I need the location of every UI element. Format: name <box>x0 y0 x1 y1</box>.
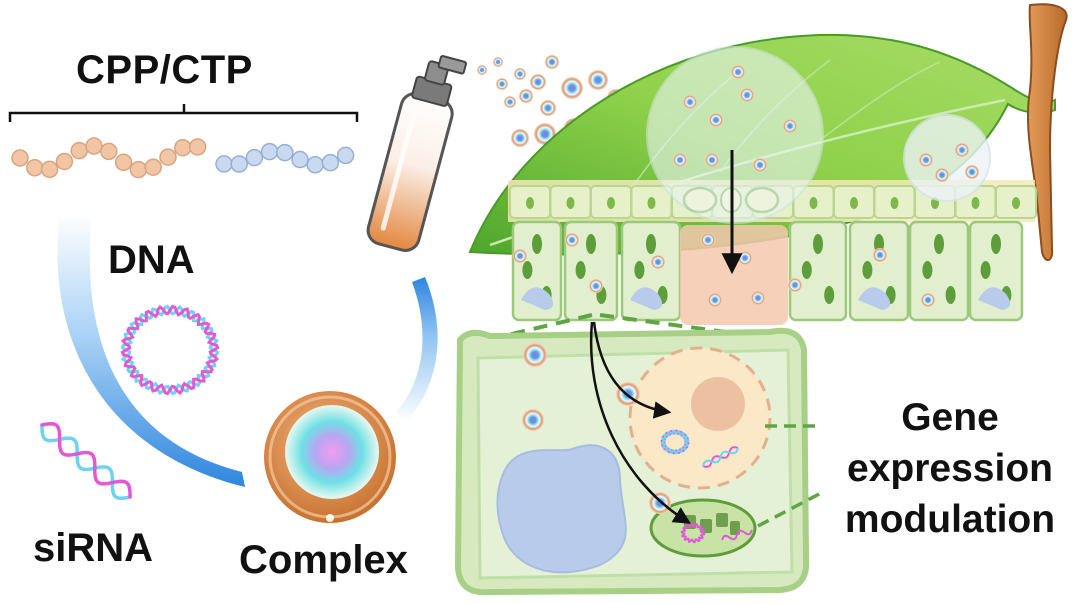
chloroplast-plasmid <box>680 522 706 544</box>
cpp-ctp-label: CPP/CTP <box>76 48 253 92</box>
droplet-particle <box>673 153 687 167</box>
droplet-particle <box>708 293 722 307</box>
ctp-bead <box>215 155 233 173</box>
cpp-bead-chain <box>11 137 207 179</box>
cell-particle <box>523 343 547 367</box>
droplet-large <box>646 46 824 224</box>
droplet-particle <box>740 88 754 102</box>
outcome-line-1: Gene <box>901 396 999 439</box>
cpp-bead <box>100 142 118 161</box>
spray-particle <box>530 74 546 90</box>
cpp-bead <box>174 138 192 157</box>
outcome-line-2: expression <box>847 447 1053 490</box>
chloroplast-arrow <box>589 321 691 524</box>
spray-particle <box>511 129 529 147</box>
droplet-particle <box>921 293 935 307</box>
cpp-bead <box>55 152 74 171</box>
ctp-bead <box>306 156 324 174</box>
spray-particle <box>514 68 526 80</box>
cell-particle <box>522 409 544 431</box>
spray-particle <box>540 100 556 116</box>
spray-particle <box>588 70 608 90</box>
droplet-particle <box>565 233 579 247</box>
ctp-bead <box>260 142 279 161</box>
droplet-particle <box>701 233 715 247</box>
nucleus-arrow <box>592 321 672 419</box>
ctp-bead <box>245 148 264 167</box>
droplet-particle <box>935 168 949 182</box>
droplet-particle <box>589 279 603 293</box>
cpp-bead <box>129 160 148 179</box>
spray-particle <box>493 57 503 67</box>
droplet-particle <box>738 251 752 265</box>
spray-particle <box>496 78 508 90</box>
droplet-particle <box>753 158 767 172</box>
spray-particle <box>561 77 583 99</box>
droplet-particle <box>873 248 887 262</box>
ctp-bead-chain <box>215 142 355 174</box>
dna-label: DNA <box>108 238 195 282</box>
sirna-strand <box>40 423 132 501</box>
chloroplast-sirna <box>721 529 753 541</box>
droplet-particle <box>955 143 969 157</box>
left-cycle-arc <box>57 213 245 487</box>
droplet-particle <box>683 95 697 109</box>
droplet-particle <box>919 153 933 167</box>
ctp-bead <box>276 143 294 162</box>
droplet-particle <box>709 113 723 127</box>
outcome-guide-bottom <box>757 490 824 528</box>
dna-strand <box>120 304 220 396</box>
outcome-line-3: modulation <box>844 498 1056 541</box>
cpp-bead <box>144 158 162 176</box>
outcome-label: Gene expression modulation <box>826 392 1074 545</box>
ctp-bead <box>321 153 340 172</box>
spray-particle <box>519 89 533 103</box>
droplet-particle <box>731 65 745 79</box>
droplet-particle <box>783 119 797 133</box>
cpp-bead <box>11 149 29 167</box>
cpp-bead <box>188 138 207 156</box>
cpp-bead <box>40 160 59 179</box>
ctp-bead <box>336 146 355 165</box>
droplet-particles <box>513 65 979 307</box>
sirna-duplex-icon <box>40 421 132 501</box>
plant-cell-icon <box>454 327 810 596</box>
sirna-label: siRNA <box>33 526 154 570</box>
spray-particle <box>477 65 487 75</box>
spray-bottle-icon <box>366 55 467 252</box>
stem <box>1026 3 1068 261</box>
right-cycle-arc <box>396 277 438 422</box>
droplet-small <box>903 114 991 202</box>
cpp-bead <box>85 137 103 155</box>
dna-plasmid-icon <box>120 304 220 396</box>
droplet-particle <box>965 165 979 179</box>
ctp-bead <box>291 150 309 169</box>
cpp-bead <box>114 153 133 172</box>
droplet-particle <box>651 255 665 269</box>
cpp-bead <box>159 148 177 166</box>
ctp-bead <box>230 155 248 173</box>
sirna-strand <box>40 421 132 499</box>
nanocomplex-icon <box>264 391 396 523</box>
complex-label: Complex <box>239 538 408 582</box>
cpp-bead <box>70 141 88 160</box>
droplet-particle <box>788 278 802 292</box>
cpp-bead <box>26 159 44 177</box>
bracket <box>8 104 359 122</box>
spray-particle <box>545 55 559 69</box>
spray-particle <box>504 96 516 108</box>
droplet-particle <box>751 291 765 305</box>
droplet-particle <box>705 153 719 167</box>
droplet-particle <box>513 249 527 263</box>
